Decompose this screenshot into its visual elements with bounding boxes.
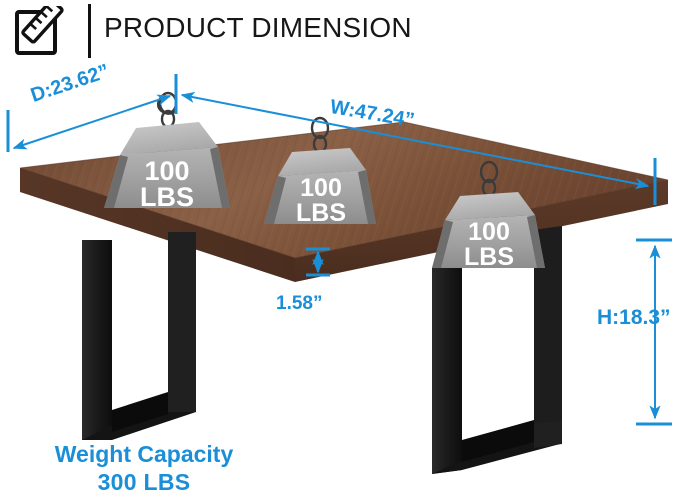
page-title: PRODUCT DIMENSION bbox=[104, 12, 412, 43]
header: PRODUCT DIMENSION bbox=[0, 0, 679, 64]
weight-unit: LBS bbox=[140, 182, 194, 212]
dimension-line-depth bbox=[6, 74, 178, 152]
height-dimension-label: H:18.3” bbox=[597, 306, 671, 329]
table-leg-front-left bbox=[82, 232, 196, 440]
weight-unit: LBS bbox=[464, 243, 514, 271]
weight-capacity-block: Weight Capacity 300 LBS bbox=[14, 440, 274, 496]
dimension-line-width bbox=[180, 91, 657, 205]
weight-amount: 100 bbox=[300, 174, 342, 202]
table-leg-back-right bbox=[534, 226, 562, 424]
weight-capacity-value: 300 LBS bbox=[97, 469, 191, 495]
ruler-document-icon bbox=[15, 6, 64, 55]
dimension-line-height bbox=[636, 238, 672, 426]
weight-block: 100 LBS bbox=[432, 160, 545, 271]
weight-amount: 100 bbox=[468, 218, 510, 246]
weight-unit: LBS bbox=[296, 199, 346, 227]
header-divider bbox=[88, 4, 91, 58]
thickness-dimension-label: 1.58” bbox=[276, 293, 323, 314]
dimension-line-thickness bbox=[306, 247, 330, 277]
weight-capacity-title: Weight Capacity bbox=[54, 441, 234, 467]
